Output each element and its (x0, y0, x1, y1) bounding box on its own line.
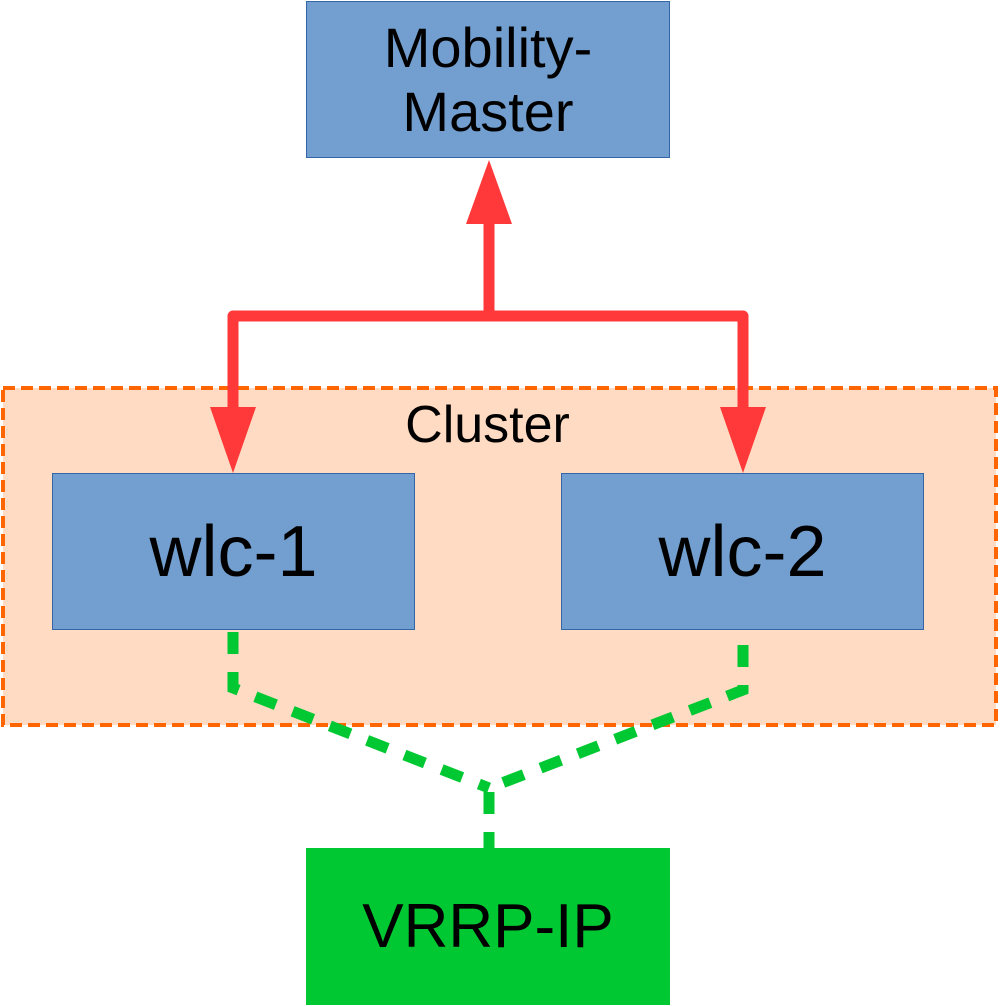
wlc1-label: wlc-1 (149, 511, 318, 592)
arrowhead-to-wlc2 (720, 407, 766, 473)
vrrp-link-wlc1 (227, 632, 492, 794)
vrrp-ip-node: VRRP-IP (306, 848, 670, 1005)
wlc2-label: wlc-2 (658, 511, 827, 592)
arrowhead-to-wlc1 (210, 407, 256, 473)
mobility-master-label: Mobility- Master (383, 15, 593, 143)
vrrp-link-wlc2 (487, 645, 749, 794)
vrrp-links (227, 632, 749, 848)
mobility-master-node: Mobility- Master (306, 1, 670, 158)
cluster-label: Cluster (405, 396, 570, 454)
arrowhead-to-mobility-master (466, 160, 512, 224)
vrrp-ip-label: VRRP-IP (362, 892, 614, 961)
branch-link-wlc1 (227, 310, 495, 426)
branch-link-wlc2 (483, 310, 749, 426)
mobility-master-links (227, 216, 749, 426)
wlc2-node: wlc-2 (561, 473, 924, 630)
wlc1-node: wlc-1 (52, 473, 415, 630)
